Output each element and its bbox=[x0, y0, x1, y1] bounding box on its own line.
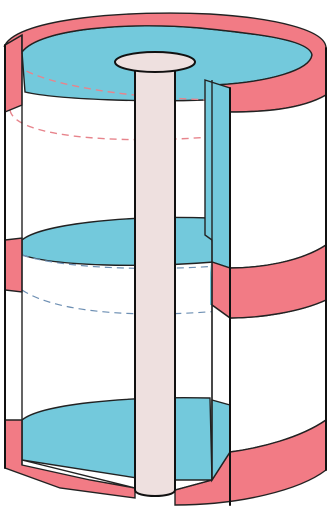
left-band-middle bbox=[5, 238, 22, 292]
right-outer-wall bbox=[230, 95, 326, 268]
pipe-top-opening bbox=[115, 52, 195, 72]
left-band-top bbox=[5, 35, 22, 112]
central-pipe bbox=[135, 62, 175, 496]
